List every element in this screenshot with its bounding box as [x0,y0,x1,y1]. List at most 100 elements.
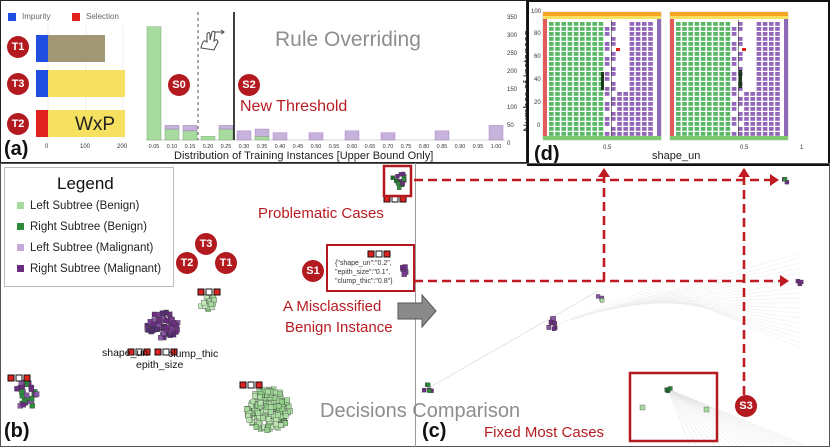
mixed-cluster [19,389,25,395]
grid-left-cell [561,127,566,131]
grid-right-cell [725,82,731,86]
grid-left-cell [611,42,616,46]
grid-left-cell [592,112,597,116]
histogram-bar-benign [164,128,180,141]
grid-left-cell [642,72,647,76]
grid-right-cell [719,97,724,101]
grid-left-cell [629,92,635,96]
benign-big-cluster [253,424,260,430]
grid-right-cell [762,77,768,81]
grid-left-cell [604,57,610,61]
grid-left-cell [604,132,610,136]
bar-tick-200: 200 [117,144,128,150]
grid-right-purple-side [784,19,788,140]
grid-left-cell [617,122,622,126]
grid-left-cell [573,57,579,61]
c-cluster [551,326,557,331]
grid-left-cell [629,47,635,51]
grid-left-cell [611,117,616,121]
benign-small-cluster [211,297,217,303]
grid-left-cell [598,82,604,86]
grid-right-cell [707,132,712,136]
problem-cluster [400,171,406,177]
grid-right-cell [756,37,762,41]
grid-right-cell [775,122,780,126]
grid-left-cell [549,72,554,76]
badge-s3[interactable]: S3 [735,395,757,417]
grid-left-cell [561,42,566,46]
grid-left-cell [580,42,585,46]
badge-s2[interactable]: S2 [238,74,260,96]
legend-item-label: Left Subtree (Malignant) [30,242,154,254]
grid-right-cell [682,132,687,136]
grid-left-cell [555,112,560,116]
grid-left-cell [549,102,554,106]
grid-left-cell [580,32,585,36]
grid-left-cell [642,52,647,56]
grid-right-cell [700,92,706,96]
grid-right-cell [688,22,693,26]
grid-left-cell [586,92,591,96]
decision-ray [667,388,787,446]
right-malignant-swatch [17,265,24,273]
grid-right-cell [725,42,731,46]
grid-right-cell [775,112,780,116]
grid-right-cell [694,22,700,26]
mixed-cluster [14,386,20,392]
badge-b-t1[interactable]: T1 [215,252,237,274]
grid-left-cell [573,22,579,26]
grid-left-cell [580,127,585,131]
instance-tooltip: {"shape_un":"0.2", "epith_size":"0.1", "… [335,259,392,286]
decision-ray [629,294,801,324]
grid-right-cell [750,127,755,131]
badge-s1[interactable]: S1 [302,260,324,282]
grid-left-cell [623,107,628,111]
grid-right-cell [682,37,687,41]
grid-left-cell [549,37,554,41]
grid-left-cell [642,47,647,51]
grid-left-cell [604,32,610,36]
grid-left-cell [629,22,635,26]
badge-t2[interactable]: T2 [7,113,29,135]
grid-left-cell [629,132,635,136]
benign-big-cluster [278,422,284,428]
bar-t2-value [48,110,125,137]
grid-right-cell [707,52,712,56]
grid-left-cell [611,97,616,101]
malignant-cluster [163,324,169,330]
grid-right-cell [700,132,706,136]
grid-left-cell [549,42,554,46]
grid-right-cell [676,102,681,106]
grid-right-cell [676,132,681,136]
d-x-tick-1: 1 [800,145,804,151]
grid-right-cell [682,92,687,96]
legend-item: Right Subtree (Benign) [17,221,147,233]
grid-right-cell [700,27,706,31]
grid-right-cell [731,107,737,111]
grid-left-cell [604,107,610,111]
grid-right-cell [707,102,712,106]
grid-right-cell [744,107,749,111]
grid-right-cell [762,92,768,96]
grid-left-cell [611,67,616,71]
badge-t1[interactable]: T1 [7,36,29,58]
malignant-cluster [156,317,163,323]
grid-left-cell [648,42,653,46]
grid-right-cell [700,77,706,81]
grid-right-cell [682,127,687,131]
grid-left-cell [592,22,597,26]
badge-t3[interactable]: T3 [7,73,29,95]
badge-s0[interactable]: S0 [168,74,190,96]
selection-legend-label: Selection [86,12,119,21]
grid-left-cell [648,97,653,101]
d-tick-40: 40 [534,77,541,83]
grid-right-cell [775,37,780,41]
grid-right-cell [756,42,762,46]
grid-right-cell [707,82,712,86]
legend-item: Right Subtree (Malignant) [17,263,161,275]
grid-right-cell [707,22,712,26]
c-point [703,406,710,413]
tree-scatter-view[interactable] [0,163,830,447]
badge-b-t3[interactable]: T3 [195,233,217,255]
badge-b-t2[interactable]: T2 [176,252,198,274]
